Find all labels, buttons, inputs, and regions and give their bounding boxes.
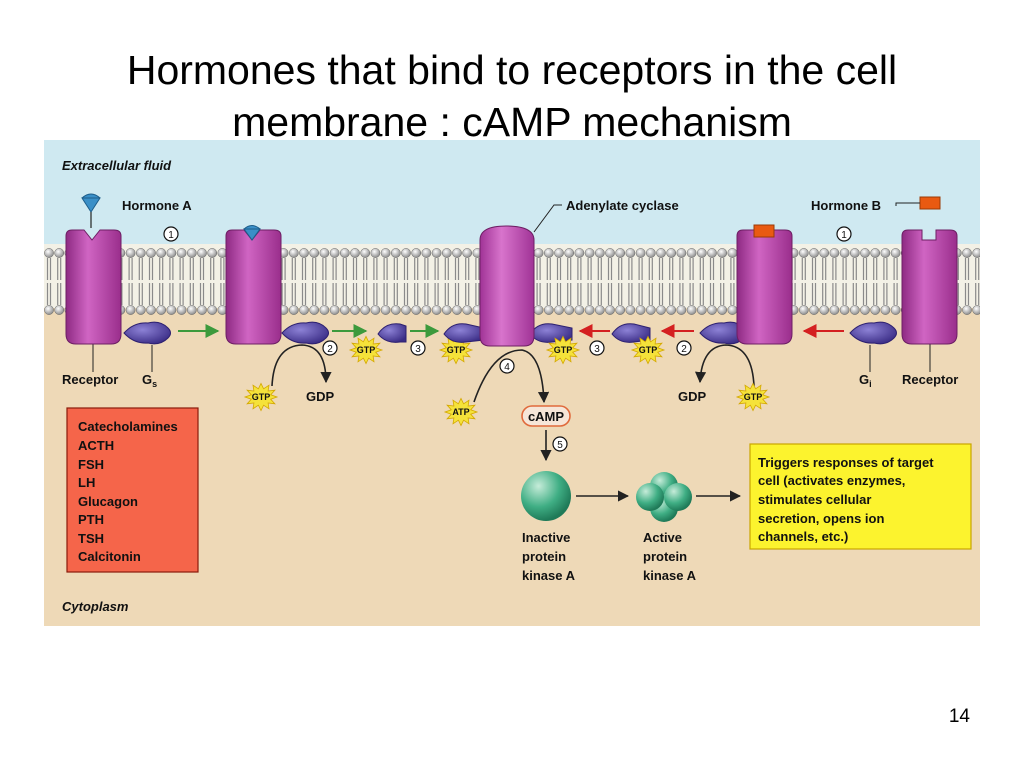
hormone-list-box <box>66 407 199 573</box>
hormone-a-molecule <box>81 193 101 213</box>
title-line-2: membrane : cAMP mechanism <box>232 99 792 145</box>
gtp-star-right-bottom <box>735 382 771 412</box>
gtp-star-left-bottom <box>243 382 279 412</box>
gi-label: Gi <box>859 372 872 389</box>
g-alpha-gtp-right-near-ac <box>529 323 573 343</box>
camp-pill <box>521 405 571 427</box>
gtp-step3-left-label: GTP <box>447 345 466 355</box>
svg-text:1: 1 <box>168 230 174 241</box>
gs-protein-free <box>123 321 171 345</box>
step-2-left-marker: 2 <box>322 340 338 356</box>
gtp-right-bottom-label: GTP <box>744 392 763 402</box>
title-line-1: Hormones that bind to receptors in the c… <box>126 47 898 93</box>
gs-label: Gs <box>142 372 157 389</box>
receptor-left-label: Receptor <box>62 372 118 387</box>
receptor-right-label: Receptor <box>902 372 958 387</box>
step-1-left-marker: 1 <box>163 226 179 242</box>
step-1-right-marker: 1 <box>836 226 852 242</box>
svg-text:5: 5 <box>557 440 563 451</box>
svg-text:3: 3 <box>415 344 421 355</box>
hormone-b-label: Hormone B <box>811 198 881 213</box>
hormone-a-bound <box>243 225 261 241</box>
svg-text:2: 2 <box>327 344 333 355</box>
extracellular-fluid-label: Extracellular fluid <box>62 158 172 173</box>
gtp-star-step2-left <box>348 335 384 365</box>
active-protein-kinase-a <box>636 472 692 522</box>
camp-label: cAMP <box>528 409 564 424</box>
page-number: 14 <box>948 706 970 727</box>
gdp-left-label: GDP <box>306 389 335 404</box>
svg-text:2: 2 <box>681 344 687 355</box>
svg-text:1: 1 <box>841 230 847 241</box>
gtp-step2-right-label: GTP <box>639 345 658 355</box>
gdp-gtp-exchange-left <box>271 344 332 387</box>
gdp-gtp-exchange-right <box>694 344 755 387</box>
step-4-marker: 4 <box>499 358 515 374</box>
hormone-b-bound <box>753 224 775 238</box>
adenylate-cyclase-pointer <box>533 204 562 233</box>
g-alpha-gtp-left <box>377 323 407 343</box>
gi-protein-free <box>849 321 897 345</box>
target-response-box <box>749 443 972 550</box>
receptor-right-bound <box>736 229 793 345</box>
atp-to-camp-curve <box>473 349 550 404</box>
atp-star <box>443 397 479 427</box>
step-3-left-marker: 3 <box>410 340 426 356</box>
gtp-star-step2-right <box>630 335 666 365</box>
inactive-protein-kinase-a <box>521 471 571 521</box>
g-alpha-gtp-right <box>611 323 651 343</box>
camp-mechanism-diagram: Extracellular fluid Cytoplasm Hormone A … <box>44 140 980 626</box>
receptor-right-empty <box>901 229 958 345</box>
gs-protein-bound <box>281 321 329 345</box>
gtp-step3-right-label: GTP <box>554 345 573 355</box>
svg-text:4: 4 <box>504 362 510 373</box>
hormone-list: Catecholamines ACTH FSH LH Glucagon PTH … <box>78 419 181 564</box>
svg-text:3: 3 <box>594 344 600 355</box>
gtp-step2-left-label: GTP <box>357 345 376 355</box>
hormone-b-pointer <box>895 202 920 206</box>
slide-title: Hormones that bind to receptors in the c… <box>0 44 1024 148</box>
step-5-marker: 5 <box>552 436 568 452</box>
hormone-b-molecule <box>919 196 941 210</box>
gtp-star-step3-right <box>545 335 581 365</box>
atp-label: ATP <box>452 407 469 417</box>
step-3-right-marker: 3 <box>589 340 605 356</box>
step-2-right-marker: 2 <box>676 340 692 356</box>
gdp-right-label: GDP <box>678 389 707 404</box>
receptor-left-bound <box>225 229 282 345</box>
receptor-left-empty <box>65 229 122 345</box>
active-kinase-label: Active protein kinase A <box>643 530 697 583</box>
target-response-text: Triggers responses of target cell (activ… <box>758 455 937 544</box>
gtp-left-bottom-label: GTP <box>252 392 271 402</box>
adenylate-cyclase <box>479 225 535 347</box>
cytoplasm-label: Cytoplasm <box>62 599 129 614</box>
inactive-kinase-label: Inactive protein kinase A <box>522 530 576 583</box>
hormone-a-label: Hormone A <box>122 198 192 213</box>
adenylate-cyclase-label: Adenylate cyclase <box>566 198 679 213</box>
